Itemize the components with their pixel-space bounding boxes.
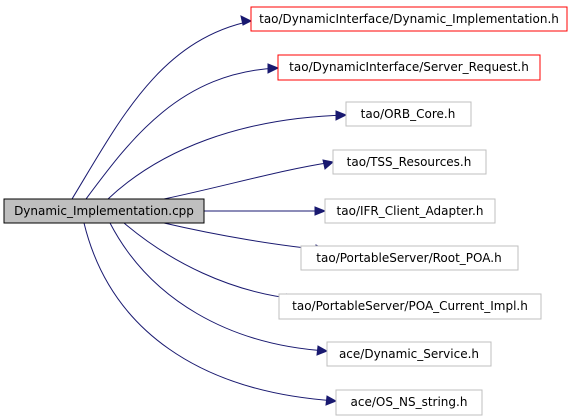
arrowhead-orb-core-h <box>335 110 348 121</box>
include-node-label: tao/TSS_Resources.h <box>347 155 472 169</box>
include-node-label: tao/ORB_Core.h <box>361 107 456 121</box>
edge-to-os-ns-string-h <box>83 222 337 402</box>
edge-to-orb-core-h <box>107 114 347 200</box>
arrowhead-dynamic-implementation-h <box>240 15 253 26</box>
include-node-orb-core-h[interactable]: tao/ORB_Core.h <box>345 101 472 127</box>
include-node-label: tao/PortableServer/POA_Current_Impl.h <box>292 299 528 313</box>
include-node-poa-current-impl-h[interactable]: tao/PortableServer/POA_Current_Impl.h <box>278 293 542 320</box>
include-node-dynamic-implementation-h[interactable]: tao/DynamicInterface/Dynamic_Implementat… <box>250 6 568 32</box>
include-node-root-poa-h[interactable]: tao/PortableServer/Root_POA.h <box>300 245 519 271</box>
include-node-label: tao/DynamicInterface/Server_Request.h <box>289 60 529 74</box>
edge-to-poa-current-impl-h <box>123 222 297 300</box>
root-node[interactable]: Dynamic_Implementation.cpp <box>3 198 205 224</box>
arrowhead-ifr-client-adapter-h <box>314 206 327 216</box>
edges <box>71 15 348 406</box>
edge-to-tss-resources-h <box>163 161 334 200</box>
edge-to-server-request-h <box>85 67 279 200</box>
edge-to-dynamic-implementation-h <box>71 20 252 200</box>
edge-to-dynamic-service-h <box>109 222 328 352</box>
include-node-label: ace/OS_NS_string.h <box>351 395 468 409</box>
include-node-os-ns-string-h[interactable]: ace/OS_NS_string.h <box>335 389 483 416</box>
include-node-label: tao/IFR_Client_Adapter.h <box>337 204 484 218</box>
include-node-tss-resources-h[interactable]: tao/TSS_Resources.h <box>332 149 487 175</box>
arrowhead-dynamic-service-h <box>316 345 329 356</box>
include-node-label: tao/PortableServer/Root_POA.h <box>316 251 501 265</box>
arrowhead-os-ns-string-h <box>325 395 338 406</box>
include-node-label: tao/DynamicInterface/Dynamic_Implementat… <box>259 12 559 26</box>
arrowhead-tss-resources-h <box>322 159 335 170</box>
root-node-label: Dynamic_Implementation.cpp <box>14 204 194 218</box>
include-node-server-request-h[interactable]: tao/DynamicInterface/Server_Request.h <box>277 54 541 81</box>
include-node-label: ace/Dynamic_Service.h <box>339 347 479 361</box>
include-node-ifr-client-adapter-h[interactable]: tao/IFR_Client_Adapter.h <box>324 198 496 224</box>
arrowhead-server-request-h <box>267 63 280 74</box>
include-node-dynamic-service-h[interactable]: ace/Dynamic_Service.h <box>326 341 492 367</box>
